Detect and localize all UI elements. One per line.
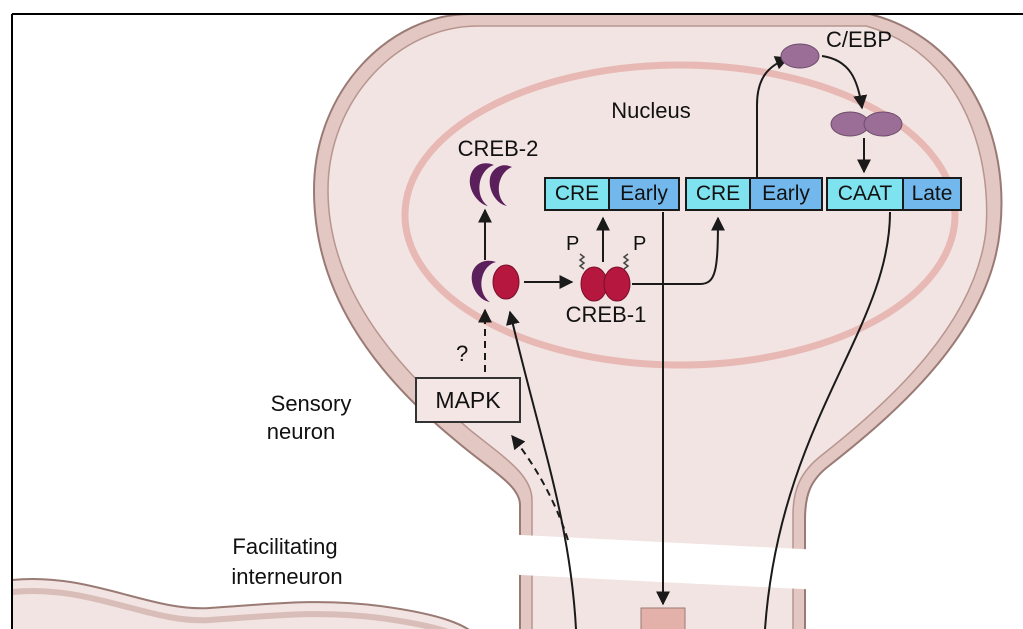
creb2-protein-a	[469, 163, 494, 206]
creb1-bound-protein	[492, 264, 520, 300]
sensory-neuron-label-line1: Sensory	[270, 391, 352, 416]
nucleus-envelope	[401, 61, 959, 369]
creb1-protein-a	[580, 266, 608, 302]
creb2-bound-protein	[471, 260, 496, 302]
phospho-label-left: P	[566, 233, 580, 255]
unknown-link-label: ?	[456, 341, 469, 366]
cre-element-2: CRE	[685, 177, 751, 211]
sensory-neuron-label-line2: neuron	[266, 419, 336, 444]
creb1-protein-b	[603, 266, 631, 302]
cebp-dimerization-arrow	[821, 55, 868, 110]
early-gene-2: Early	[749, 177, 823, 211]
nucleus-label: Nucleus	[611, 98, 691, 123]
late-gene: Late	[902, 177, 962, 211]
interneuron-label-line2: interneuron	[231, 564, 343, 589]
synapse-gap	[460, 532, 1023, 600]
cre-element-1: CRE	[544, 177, 610, 211]
cebp-dimer-a	[830, 111, 870, 137]
phospho-link-right	[622, 253, 630, 270]
creb1-label: CREB-1	[565, 302, 647, 327]
creb1-to-cre2-arrow	[632, 216, 725, 285]
interneuron-label-line1: Facilitating	[232, 534, 338, 559]
phospho-link-left	[578, 253, 586, 270]
mapk-activation-arrow	[511, 434, 569, 541]
creb2-protein-b	[489, 165, 512, 206]
caat-element: CAAT	[826, 177, 904, 211]
creb2-label: CREB-2	[457, 136, 539, 161]
early-gene-1: Early	[608, 177, 680, 211]
synaptic-terminal	[640, 607, 686, 629]
cebp-protein	[780, 43, 820, 69]
late-gene-output-line	[764, 211, 891, 629]
cebp-label: C/EBP	[826, 27, 893, 52]
interneuron-membrane	[12, 588, 449, 629]
phospho-label-right: P	[633, 233, 647, 255]
early-to-cebp-arrow	[756, 56, 790, 177]
cebp-dimer-b	[863, 111, 903, 137]
mapk-box: MAPK	[415, 377, 521, 423]
signal-arrow-up	[506, 310, 577, 629]
